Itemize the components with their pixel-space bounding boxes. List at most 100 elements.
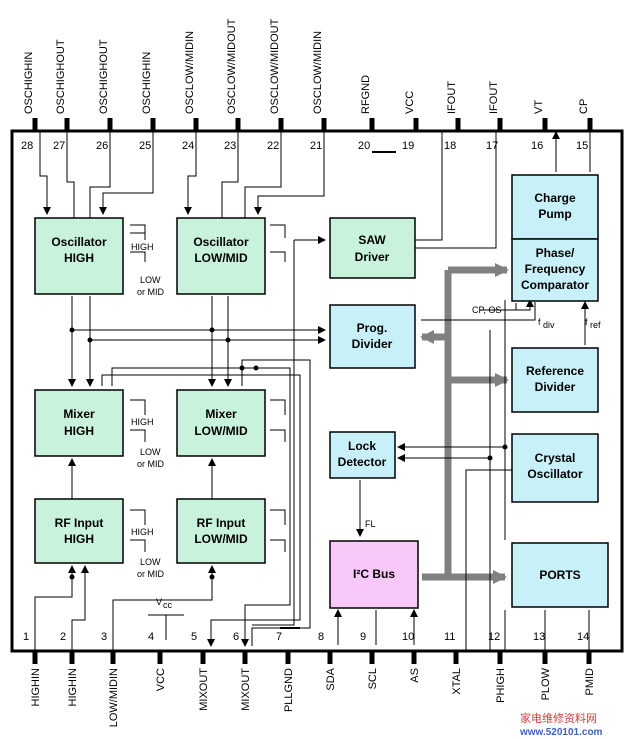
bottom-pin-number: 14 <box>577 631 589 643</box>
top-pin-name: OSCHIGHIN <box>23 52 35 114</box>
svg-text:HIGH: HIGH <box>131 417 154 427</box>
top-pin-number: 15 <box>576 140 588 152</box>
mixl-line2: LOW/MID <box>194 424 248 438</box>
lock-line1: Lock <box>348 439 376 453</box>
signal-wires <box>34 131 591 650</box>
osc-low-block: Oscillator LOW/MID <box>176 217 266 295</box>
svg-text:or MID: or MID <box>137 569 165 579</box>
bottom-pin-number: 11 <box>444 631 455 643</box>
fl-label: FL <box>365 519 376 529</box>
top-pin-number: 16 <box>531 140 543 152</box>
osc-low-line2: LOW/MID <box>194 251 248 265</box>
svg-text:LOW: LOW <box>140 275 161 285</box>
bottom-pin-number: 7 <box>276 631 282 643</box>
crystal-osc-block: Crystal Oscillator <box>511 433 599 503</box>
mixer-low-block: Mixer LOW/MID <box>176 389 266 457</box>
rfh-line1: RF Input <box>55 516 104 530</box>
rfl-line2: LOW/MID <box>194 532 248 546</box>
bottom-pin-name: XTAL <box>451 668 463 695</box>
bottom-pin-number: 8 <box>318 631 324 643</box>
bottom-pin-name: MIXOUT <box>240 668 252 711</box>
bottom-pin-number: 4 <box>148 631 154 643</box>
mixh-line2: HIGH <box>64 424 94 438</box>
bottom-pin-number: 6 <box>233 631 239 643</box>
pc-line3: Comparator <box>521 278 589 292</box>
top-pin-number: 23 <box>224 140 236 152</box>
osc-high-line1: Oscillator <box>51 235 107 249</box>
charge-pump-block: Charge Pump <box>511 174 599 240</box>
lock-line2: Detector <box>338 455 387 469</box>
ref-line1: Reference <box>526 364 584 378</box>
ref-divider-block: Reference Divider <box>511 347 599 413</box>
vcc-sub: cc <box>163 600 173 610</box>
xtal-line1: Crystal <box>535 451 576 465</box>
top-pin-number: 18 <box>444 140 456 152</box>
top-pin-number: 20 <box>358 140 370 152</box>
top-pin-number: 25 <box>139 140 151 152</box>
pc-line1: Phase/ <box>536 246 575 260</box>
band-labels-right: LOW <box>276 447 297 457</box>
chip-outline <box>10 129 624 653</box>
fdiv-sub: div <box>543 320 555 330</box>
top-pin-22: 22 OSCLOW/MIDOUT <box>267 18 284 152</box>
cp-line2: Pump <box>538 207 571 221</box>
bottom-pin-number: 1 <box>23 631 29 643</box>
saw-line1: SAW <box>358 233 386 247</box>
svg-text:or MID: or MID <box>137 459 165 469</box>
bottom-pin-number: 13 <box>533 631 545 643</box>
bottom-pin-name: PLOW <box>540 667 552 700</box>
junction-dots <box>69 327 508 580</box>
bottom-pin-name: HIGHIN <box>67 668 79 707</box>
rfl-line1: RF Input <box>197 516 246 530</box>
mixl-line1: Mixer <box>205 407 237 421</box>
top-pin-name: IFOUT <box>446 81 458 114</box>
top-pin-name: OSCLOW/MIDOUT <box>269 18 281 114</box>
rf-low-block: RF Input LOW/MID <box>176 498 266 564</box>
bottom-pin-name: SDA <box>325 667 337 690</box>
bottom-pin-name: SCL <box>367 668 379 689</box>
top-pin-name: OSCLOW/MIDIN <box>184 31 196 114</box>
bottom-pin-name: PLLGND <box>283 668 295 712</box>
top-pin-number: 22 <box>267 140 279 152</box>
osc-high-block: Oscillator HIGH <box>34 217 124 295</box>
osc-low-line1: Oscillator <box>193 235 249 249</box>
svg-text:HIGH: HIGH <box>131 242 154 252</box>
bottom-pin-number: 5 <box>191 631 197 643</box>
prog-line1: Prog. <box>357 321 388 335</box>
svg-text:HIGH: HIGH <box>131 527 154 537</box>
bottom-pin-name: PMID <box>584 668 596 696</box>
top-pin-name: RFGND <box>360 75 372 114</box>
top-pin-number: 28 <box>21 140 33 152</box>
bottom-pin-number: 3 <box>101 631 107 643</box>
top-pin-number: 26 <box>96 140 108 152</box>
fdiv-label: f <box>538 317 541 327</box>
svg-text:LOW: LOW <box>140 447 161 457</box>
top-pin-18: 18 IFOUT <box>444 81 461 152</box>
svg-text:or MID: or MID <box>137 287 165 297</box>
top-pin-number: 21 <box>310 140 322 152</box>
top-pin-name: OSCHIGHOUT <box>98 39 110 114</box>
bottom-pin-number: 9 <box>360 631 366 643</box>
osc-high-line2: HIGH <box>64 251 94 265</box>
ports-label: PORTS <box>539 568 580 582</box>
watermark-cn: 家电维修资料网 <box>520 711 597 725</box>
top-pin-number: 27 <box>53 140 65 152</box>
